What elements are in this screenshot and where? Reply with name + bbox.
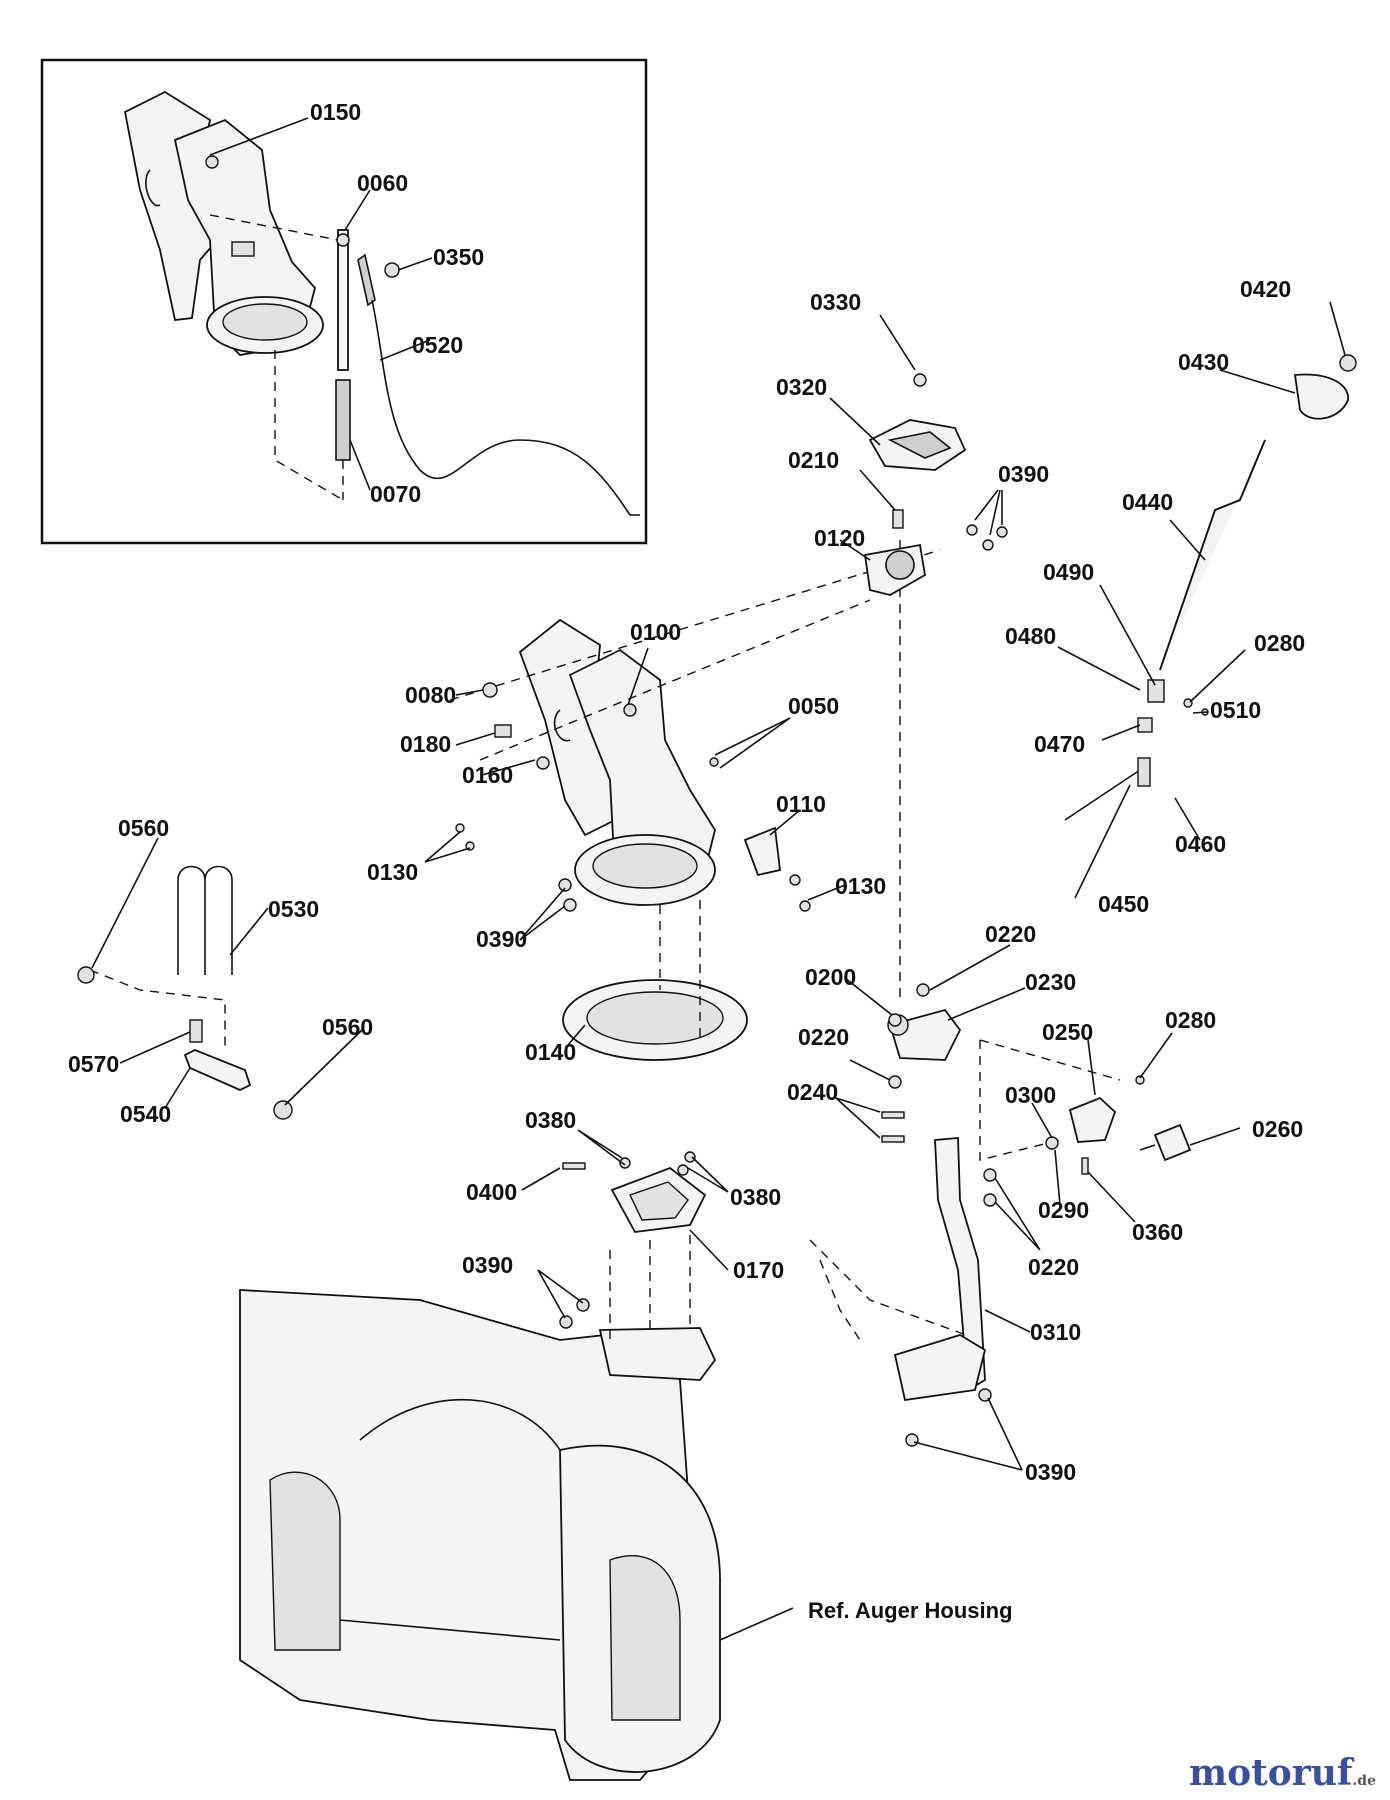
label-0180: 0180 <box>400 731 451 757</box>
label-0060: 0060 <box>357 170 408 196</box>
label-0450: 0450 <box>1098 891 1149 917</box>
chute-0100 <box>518 618 716 907</box>
label-0310: 0310 <box>1030 1319 1081 1345</box>
label-0380a: 0380 <box>525 1107 576 1133</box>
motor-0260 <box>1139 1123 1192 1162</box>
label-0200: 0200 <box>805 964 856 990</box>
label-0300: 0300 <box>1005 1082 1056 1108</box>
label-0050: 0050 <box>788 693 839 719</box>
inset-rod-0060 <box>274 229 351 501</box>
part-labels: 0150 0060 0350 0520 0070 0330 0420 0430 … <box>68 99 1305 1623</box>
crank-assembly <box>1064 354 1357 821</box>
label-0320: 0320 <box>776 374 827 400</box>
label-0420: 0420 <box>1240 276 1291 302</box>
inset-chute <box>123 90 324 356</box>
label-0070: 0070 <box>370 481 421 507</box>
label-0230: 0230 <box>1025 969 1076 995</box>
label-0250: 0250 <box>1042 1019 1093 1045</box>
deflector-0110 <box>743 826 781 877</box>
label-0390a: 0390 <box>998 461 1049 487</box>
cover-0320 <box>868 419 967 471</box>
label-0280b: 0280 <box>1165 1007 1216 1033</box>
label-0210: 0210 <box>788 447 839 473</box>
label-0220a: 0220 <box>985 921 1036 947</box>
label-0560a: 0560 <box>118 815 169 841</box>
watermark-text: motoruf <box>1189 1752 1353 1794</box>
label-0560b: 0560 <box>322 1014 373 1040</box>
inset-cable-0520 <box>209 214 640 516</box>
bracket-0540 <box>183 1019 252 1091</box>
label-0120: 0120 <box>814 525 865 551</box>
label-0530: 0530 <box>268 896 319 922</box>
label-0440: 0440 <box>1122 489 1173 515</box>
label-0470: 0470 <box>1034 731 1085 757</box>
label-0520: 0520 <box>412 332 463 358</box>
spring-0530 <box>89 865 233 1050</box>
label-0390c: 0390 <box>462 1252 513 1278</box>
label-0170: 0170 <box>733 1257 784 1283</box>
label-0390d: 0390 <box>1025 1459 1076 1485</box>
label-0290: 0290 <box>1038 1197 1089 1223</box>
label-0480: 0480 <box>1005 623 1056 649</box>
gasket-0170 <box>610 1166 707 1233</box>
inset-frame <box>40 58 648 545</box>
label-0150: 0150 <box>310 99 361 125</box>
hardware-items <box>77 373 1209 1447</box>
label-0350: 0350 <box>433 244 484 270</box>
label-0080: 0080 <box>405 682 456 708</box>
bracket-0250 <box>1068 1096 1117 1143</box>
label-0110: 0110 <box>776 791 826 817</box>
auger-housing <box>239 1235 721 1781</box>
label-0390b: 0390 <box>476 926 527 952</box>
watermark-suffix: .de <box>1352 1773 1376 1789</box>
label-0400: 0400 <box>466 1179 517 1205</box>
label-0280a: 0280 <box>1254 630 1305 656</box>
label-0140: 0140 <box>525 1039 576 1065</box>
label-0570: 0570 <box>68 1051 119 1077</box>
label-0160: 0160 <box>462 762 513 788</box>
label-0220c: 0220 <box>1028 1254 1079 1280</box>
lever-0310 <box>893 1137 987 1402</box>
label-0430: 0430 <box>1178 349 1229 375</box>
label-0360: 0360 <box>1132 1219 1183 1245</box>
label-0540: 0540 <box>120 1101 171 1127</box>
label-0260: 0260 <box>1252 1116 1303 1142</box>
label-0130b: 0130 <box>835 873 886 899</box>
watermark: motoruf.de <box>1189 1752 1376 1794</box>
leader-lines <box>91 117 1346 1641</box>
bracket-0120 <box>863 543 926 596</box>
label-0240: 0240 <box>787 1079 838 1105</box>
flange-0140 <box>562 979 748 1061</box>
ref-auger-housing-label: Ref. Auger Housing <box>808 1598 1013 1623</box>
label-0220b: 0220 <box>798 1024 849 1050</box>
label-0100: 0100 <box>630 619 681 645</box>
label-0130a: 0130 <box>367 859 418 885</box>
label-0330: 0330 <box>810 289 861 315</box>
label-0510: 0510 <box>1210 697 1261 723</box>
label-0490: 0490 <box>1043 559 1094 585</box>
label-0380b: 0380 <box>730 1184 781 1210</box>
label-0460: 0460 <box>1175 831 1226 857</box>
